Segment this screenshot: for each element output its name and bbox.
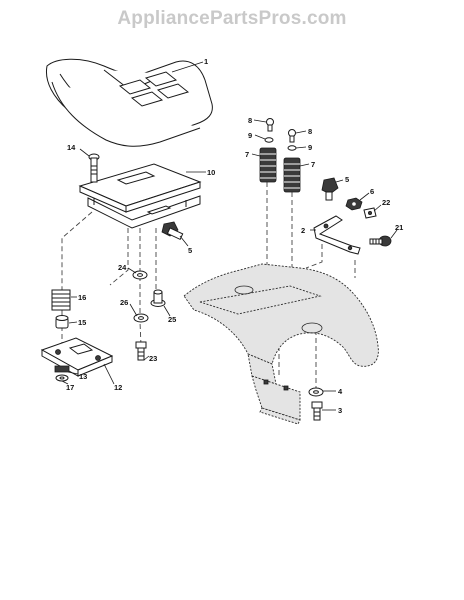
callout-6[interactable]: 6 bbox=[370, 187, 374, 196]
seat-part[interactable] bbox=[45, 58, 213, 147]
callout-25[interactable]: 25 bbox=[168, 315, 176, 324]
callout-1[interactable]: 1 bbox=[204, 57, 208, 66]
callout-2[interactable]: 2 bbox=[301, 226, 305, 235]
pivot-bracket-part[interactable] bbox=[40, 337, 114, 377]
washer-part-26[interactable] bbox=[133, 313, 149, 323]
callout-5-right[interactable]: 5 bbox=[345, 175, 349, 184]
callout-9-right[interactable]: 9 bbox=[308, 143, 312, 152]
bolt-part-8-left[interactable] bbox=[266, 118, 274, 132]
bushing-part[interactable] bbox=[55, 315, 69, 329]
nut-part[interactable] bbox=[54, 365, 70, 373]
callout-21[interactable]: 21 bbox=[395, 223, 403, 232]
callout-12[interactable]: 12 bbox=[114, 383, 122, 392]
adjustment-knob-part-left[interactable] bbox=[161, 221, 184, 241]
callout-7-right[interactable]: 7 bbox=[311, 160, 315, 169]
callout-9-left[interactable]: 9 bbox=[248, 131, 252, 140]
leader-lines bbox=[61, 61, 398, 411]
callout-7-left[interactable]: 7 bbox=[245, 150, 249, 159]
clip-part-22[interactable] bbox=[363, 207, 377, 219]
callout-numbers: 1 14 10 8 9 7 8 9 7 5 6 22 2 21 5 24 16 … bbox=[66, 57, 403, 415]
fender-part[interactable] bbox=[183, 263, 379, 425]
seat-pan-part[interactable] bbox=[78, 163, 202, 229]
carriage-bolt-part[interactable] bbox=[88, 153, 100, 183]
coil-spring-part-left[interactable] bbox=[51, 289, 71, 311]
hex-bolt-part-3[interactable] bbox=[311, 401, 323, 421]
bolt-part-8-right[interactable] bbox=[288, 129, 296, 143]
coil-spring-part-7-right[interactable] bbox=[283, 157, 301, 193]
callout-10[interactable]: 10 bbox=[207, 168, 215, 177]
callout-26[interactable]: 26 bbox=[120, 298, 128, 307]
seat-bracket-part[interactable] bbox=[313, 215, 361, 255]
callout-4[interactable]: 4 bbox=[338, 387, 343, 396]
callout-3[interactable]: 3 bbox=[338, 406, 342, 415]
callout-14[interactable]: 14 bbox=[67, 143, 76, 152]
callout-13[interactable]: 13 bbox=[79, 372, 87, 381]
adjustment-knob-part-right[interactable] bbox=[321, 177, 339, 201]
callout-8-left[interactable]: 8 bbox=[248, 116, 252, 125]
watermark: AppliancePartsPros.com bbox=[117, 8, 347, 29]
shoulder-bolt-part[interactable] bbox=[150, 289, 166, 307]
guide-line-center-bolt bbox=[139, 228, 142, 346]
guide-line-pan-mid bbox=[109, 220, 129, 286]
seat-pad-grips bbox=[118, 71, 190, 107]
callout-5-left[interactable]: 5 bbox=[188, 246, 192, 255]
callout-24[interactable]: 24 bbox=[118, 263, 127, 272]
washer-part-4[interactable] bbox=[308, 387, 324, 397]
adjustment-knob-part-21[interactable] bbox=[369, 235, 392, 247]
hex-nut-part-6[interactable] bbox=[345, 197, 363, 211]
guide-line-bracket bbox=[305, 236, 323, 269]
hex-bolt-part-23[interactable] bbox=[135, 341, 147, 361]
washer-part-9-right[interactable] bbox=[287, 145, 297, 151]
callout-22[interactable]: 22 bbox=[382, 198, 390, 207]
coil-spring-part-7-left[interactable] bbox=[259, 147, 277, 183]
callout-17[interactable]: 17 bbox=[66, 383, 74, 392]
washer-part-24[interactable] bbox=[132, 270, 148, 280]
guide-line-pan-left bbox=[61, 211, 93, 290]
callout-8-right[interactable]: 8 bbox=[308, 127, 312, 136]
callout-15[interactable]: 15 bbox=[78, 318, 86, 327]
washer-part-9-left[interactable] bbox=[264, 137, 274, 143]
washer-part-small[interactable] bbox=[55, 374, 69, 382]
callout-23[interactable]: 23 bbox=[149, 354, 157, 363]
callout-16[interactable]: 16 bbox=[78, 293, 86, 302]
